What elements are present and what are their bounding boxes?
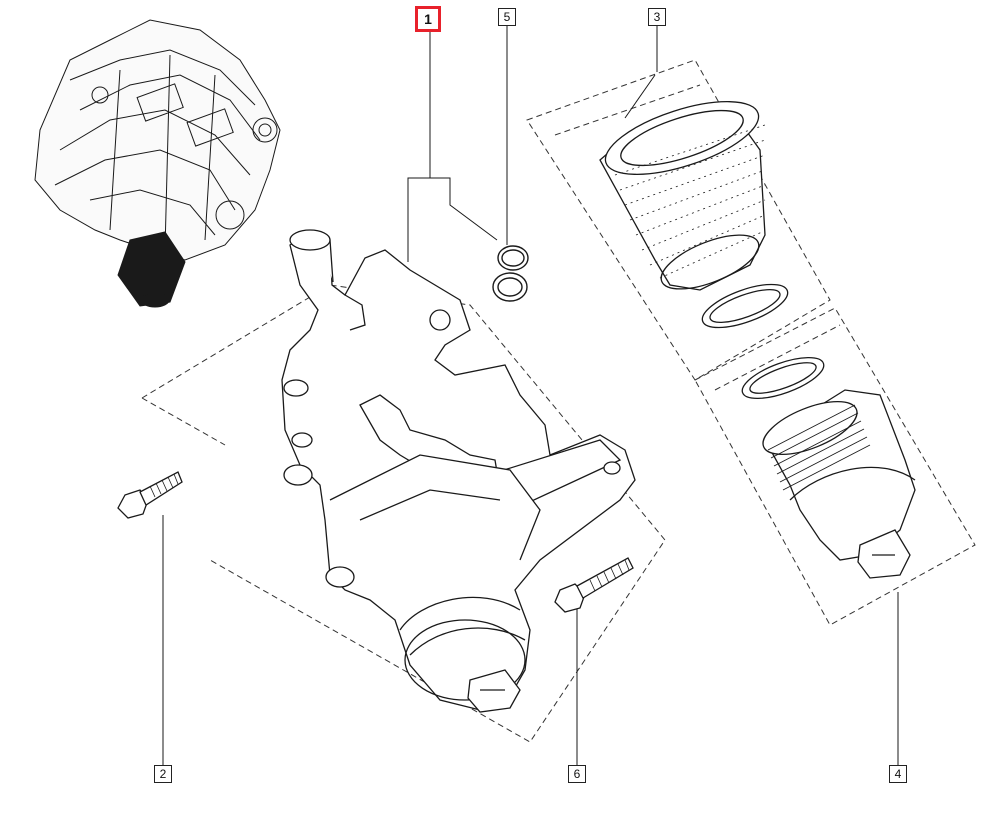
o-ring-seal-icon [492, 245, 529, 302]
engine-location-icon [34, 19, 281, 308]
callout-5: 5 [498, 8, 516, 26]
assembly-frame-filter-element [526, 59, 831, 381]
assembly-frame-filter-cap [694, 307, 976, 626]
filter-element-icon [599, 101, 789, 329]
oil-filter-housing-icon [281, 229, 636, 713]
callout-6: 6 [568, 765, 586, 783]
callout-1: 1 [415, 6, 441, 32]
callout-4: 4 [889, 765, 907, 783]
bolt-icon [117, 471, 183, 519]
bolt-icon [554, 557, 634, 613]
callout-2: 2 [154, 765, 172, 783]
filter-cap-icon [741, 356, 916, 579]
leader-lines [162, 25, 899, 765]
callout-3: 3 [648, 8, 666, 26]
assembly-frame-housing [141, 284, 666, 743]
